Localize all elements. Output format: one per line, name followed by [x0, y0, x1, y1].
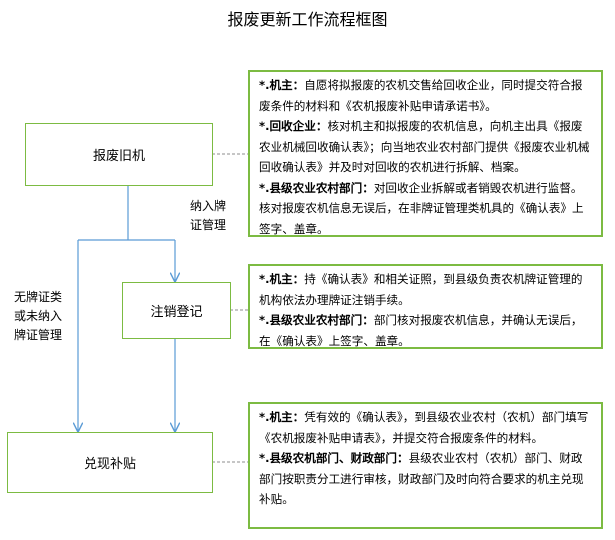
- note-item: *.回收企业：核对机主和拟报废的农机信息，向机主出具《报废农业机械回收确认表》；…: [259, 116, 593, 178]
- branch-label-licensed: 纳入牌证管理: [190, 199, 227, 232]
- note-text: 核对机主和拟报废的农机信息，向机主出具《报废农业机械回收确认表》；向当地农业农村…: [259, 119, 590, 174]
- step-label: 注销登记: [150, 305, 203, 320]
- note-text: 凭有效的《确认表》，到县级农业农村（农机）部门填写《农机报废补贴申请表》，并提交…: [259, 410, 589, 445]
- note-scrap-old-machine: *.机主：自愿将拟报废的农机交售给回收企业，同时提交符合报废条件的材料和《农机报…: [248, 70, 603, 237]
- note-text: 部门核对报废农机信息，并确认无误后，在《确认表》上签字、盖章。: [259, 313, 583, 348]
- arrow-split: [78, 185, 175, 241]
- note-role: *.县级农业农村部门：: [259, 313, 374, 327]
- note-role: *.县级农业农村部门：: [259, 180, 374, 195]
- note-role: *.机主：: [259, 410, 305, 424]
- note-cancel-registration: *.机主：持《确认表》和相关证照，到县级负责农机牌证管理的机构依法办理牌证注销手…: [248, 264, 603, 349]
- note-text: 县级农业农村（农机）部门、财政部门按职责分工进行审核，财政部门及时向符合要求的机…: [259, 451, 584, 506]
- note-role: *.机主：: [259, 272, 305, 286]
- diagram-title: 报废更新工作流程框图: [227, 10, 388, 29]
- note-text: 自愿将拟报废的农机交售给回收企业，同时提交符合报废条件的材料和《农机报废补贴申请…: [259, 78, 583, 113]
- note-item: *.机主：凭有效的《确认表》，到县级农业农村（农机）部门填写《农机报废补贴申请表…: [259, 407, 593, 448]
- note-item: *.机主：自愿将拟报废的农机交售给回收企业，同时提交符合报废条件的材料和《农机报…: [259, 75, 593, 116]
- step-redeem-subsidy: 兑现补贴: [7, 432, 213, 493]
- note-role: *.机主：: [259, 78, 305, 92]
- step-cancel-registration: 注销登记: [122, 282, 231, 339]
- note-item: *.县级农机部门、财政部门：县级农业农村（农机）部门、财政部门按职责分工进行审核…: [259, 448, 593, 510]
- step-label: 报废旧机: [92, 149, 145, 164]
- note-redeem-subsidy: *.机主：凭有效的《确认表》，到县级农业农村（农机）部门填写《农机报废补贴申请表…: [248, 402, 603, 529]
- note-text: 持《确认表》和相关证照，到县级负责农机牌证管理的机构依法办理牌证注销手续。: [259, 272, 583, 307]
- step-label: 兑现补贴: [83, 457, 136, 472]
- note-text: 对回收企业拆解或者销毁农机进行监督。核对报废农机信息无误后，在非牌证管理类机具的…: [259, 180, 584, 236]
- branch-label-unlicensed: 无牌证类或未纳入牌证管理: [14, 290, 63, 342]
- note-item: *.县级农业农村部门：对回收企业拆解或者销毁农机进行监督。核对报废农机信息无误后…: [259, 178, 593, 240]
- note-role: *.县级农机部门、财政部门：: [259, 451, 409, 465]
- step-scrap-old-machine: 报废旧机: [25, 123, 213, 186]
- note-item: *.县级农业农村部门：部门核对报废农机信息，并确认无误后，在《确认表》上签字、盖…: [259, 310, 593, 351]
- note-item: *.机主：持《确认表》和相关证照，到县级负责农机牌证管理的机构依法办理牌证注销手…: [259, 269, 593, 310]
- note-role: *.回收企业：: [259, 119, 328, 133]
